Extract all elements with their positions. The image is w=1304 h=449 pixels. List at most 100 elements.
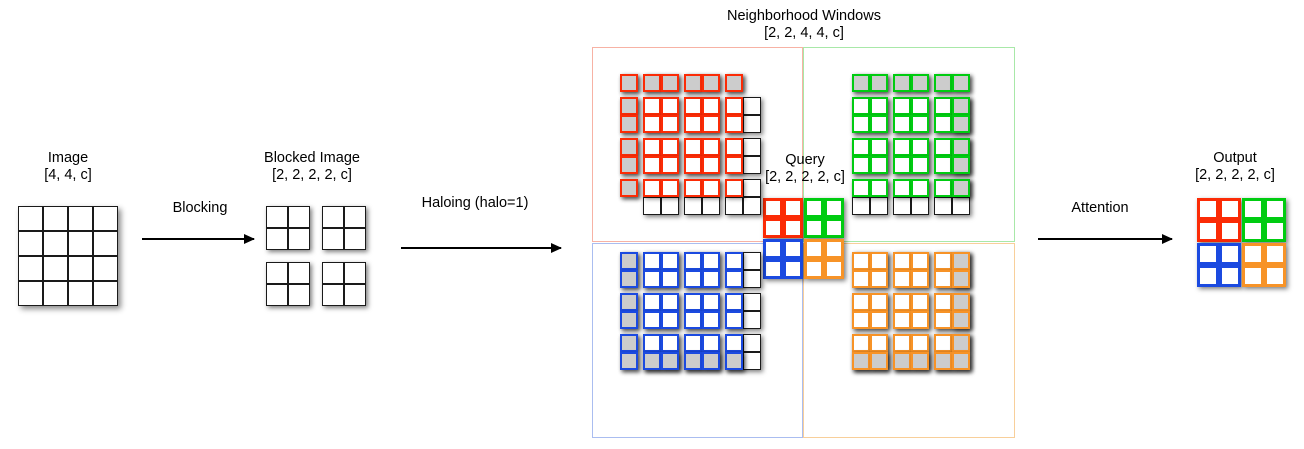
window-attended-cell	[661, 293, 679, 311]
halo-cell	[952, 293, 970, 311]
window-attended-cell	[702, 270, 720, 288]
window-attended-cell	[893, 252, 911, 270]
window-attended-cell	[870, 252, 888, 270]
blocking-label-text: Blocking	[172, 200, 228, 216]
query-cell	[783, 218, 803, 238]
halo-cell	[952, 311, 970, 329]
blocking-arrow-label: Blocking	[140, 200, 260, 217]
neighborhood-windows-label: Neighborhood Windows [2, 2, 4, 4, c]	[604, 8, 1004, 42]
blocked-image-cell	[266, 228, 288, 250]
blocked-image-block	[266, 262, 310, 306]
window-panel-top-left	[592, 47, 803, 242]
window-attended-cell	[725, 138, 743, 156]
output-cell	[1264, 265, 1286, 287]
output-cell	[1219, 243, 1241, 265]
window-cell	[684, 197, 702, 215]
halo-cell	[870, 74, 888, 92]
blocking-arrow	[142, 234, 255, 244]
output-cell	[1242, 220, 1264, 242]
halo-cell	[952, 270, 970, 288]
window-cell	[743, 156, 761, 174]
halo-cell	[643, 352, 661, 370]
halo-cell	[952, 74, 970, 92]
window-attended-cell	[911, 270, 929, 288]
window-cell	[743, 311, 761, 329]
blocked-image-cell	[266, 262, 288, 284]
image-cell	[43, 281, 68, 306]
window-attended-cell	[643, 311, 661, 329]
blocked-image-cell	[344, 262, 366, 284]
image-cell	[93, 281, 118, 306]
window-attended-cell	[684, 293, 702, 311]
query-cell	[783, 259, 803, 279]
halo-cell	[952, 156, 970, 174]
window-attended-cell	[684, 334, 702, 352]
window-attended-cell	[934, 293, 952, 311]
window-attended-cell	[643, 293, 661, 311]
output-cell	[1197, 198, 1219, 220]
window-attended-cell	[934, 156, 952, 174]
window-attended-cell	[702, 311, 720, 329]
halo-cell	[643, 74, 661, 92]
window-cell	[852, 197, 870, 215]
window-cell	[743, 179, 761, 197]
neighborhood-windows-label-shape: [2, 2, 4, 4, c]	[764, 25, 844, 41]
blocked-image-cell	[344, 206, 366, 228]
window-attended-cell	[725, 311, 743, 329]
window-cell	[743, 352, 761, 370]
window-attended-cell	[870, 138, 888, 156]
halo-cell	[620, 352, 638, 370]
window-attended-cell	[870, 156, 888, 174]
window-cell	[934, 197, 952, 215]
neighborhood-windows-label-name: Neighborhood Windows	[727, 8, 881, 24]
window-cell	[893, 197, 911, 215]
halo-cell	[934, 74, 952, 92]
window-attended-cell	[702, 115, 720, 133]
halo-cell	[620, 138, 638, 156]
output-label-shape: [2, 2, 2, 2, c]	[1195, 167, 1275, 183]
image-label-name: Image	[47, 150, 89, 166]
window-attended-cell	[725, 179, 743, 197]
query-label-name: Query	[785, 152, 825, 168]
neighborhood-window-red	[602, 56, 761, 215]
blocked-image-block	[266, 206, 310, 250]
blocked-image-cell	[266, 206, 288, 228]
query-blocks	[763, 198, 844, 279]
window-attended-cell	[893, 179, 911, 197]
blocked-image-cell	[288, 228, 310, 250]
window-attended-cell	[934, 138, 952, 156]
window-attended-cell	[725, 270, 743, 288]
window-cell	[743, 270, 761, 288]
window-attended-cell	[852, 334, 870, 352]
halo-cell	[620, 293, 638, 311]
image-cell	[68, 256, 93, 281]
window-attended-cell	[911, 334, 929, 352]
window-attended-cell	[661, 252, 679, 270]
halo-cell	[620, 156, 638, 174]
halo-cell	[911, 74, 929, 92]
window-attended-cell	[725, 252, 743, 270]
image-label: Image [4, 4, c]	[18, 150, 118, 184]
blocked-image-label-shape: [2, 2, 2, 2, c]	[272, 167, 352, 183]
window-attended-cell	[661, 156, 679, 174]
window-attended-cell	[911, 311, 929, 329]
window-attended-cell	[702, 138, 720, 156]
window-attended-cell	[893, 293, 911, 311]
output-cell	[1197, 220, 1219, 242]
window-attended-cell	[684, 252, 702, 270]
blocked-image-cell	[322, 262, 344, 284]
query-cell	[824, 218, 844, 238]
window-attended-cell	[911, 293, 929, 311]
window-attended-cell	[684, 270, 702, 288]
window-cell	[743, 293, 761, 311]
output-cell	[1242, 198, 1264, 220]
halo-cell	[620, 115, 638, 133]
image-cell	[18, 281, 43, 306]
halo-cell	[620, 311, 638, 329]
halo-cell	[893, 352, 911, 370]
window-attended-cell	[643, 97, 661, 115]
window-attended-cell	[661, 334, 679, 352]
window-attended-cell	[893, 334, 911, 352]
halo-cell	[725, 74, 743, 92]
query-cell	[804, 259, 824, 279]
